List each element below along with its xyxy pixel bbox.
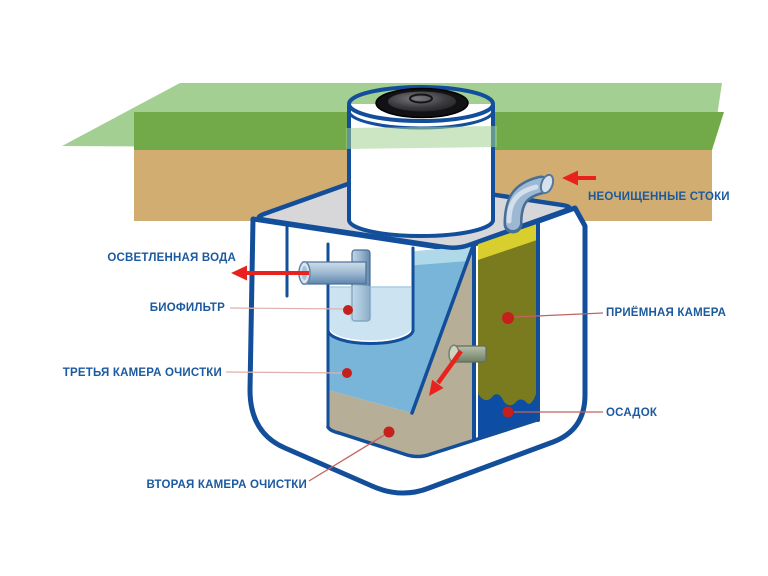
dot-biofilter <box>343 305 353 315</box>
transfer-pipe <box>448 344 487 364</box>
outlet-arrow <box>231 265 309 281</box>
sloped-divider-edge <box>410 244 475 415</box>
dot-receiving-chamber <box>502 312 514 324</box>
label-untreated-sewage: НЕОЧИЩЕННЫЕ СТОКИ <box>588 191 730 203</box>
riser-neck <box>346 85 497 238</box>
dot-second-chamber <box>383 426 395 438</box>
ground <box>62 83 724 221</box>
riser-cap <box>375 87 469 119</box>
label-biofilter: БИОФИЛЬТР <box>149 302 225 314</box>
label-sediment: ОСАДОК <box>606 407 658 419</box>
leader-lines <box>225 305 604 482</box>
label-receiving-chamber: ПРИЁМНАЯ КАМЕРА <box>606 307 727 319</box>
label-second-chamber: ВТОРАЯ КАМЕРА ОЧИСТКИ <box>146 479 307 491</box>
second-chamber-body <box>328 247 474 457</box>
outlet-pipe <box>298 249 372 322</box>
dot-third-chamber <box>342 368 352 378</box>
chamber-floor-edge <box>326 418 539 459</box>
leader-second-chamber <box>308 433 387 482</box>
grass-overlay-strip <box>346 126 497 149</box>
leader-receiving-chamber <box>513 312 604 318</box>
inlet-pipe <box>503 173 555 234</box>
inlet-arrow <box>562 170 596 186</box>
receiving-chamber-scum <box>478 224 537 260</box>
leader-biofilter <box>229 307 345 310</box>
transfer-arrow <box>429 349 463 396</box>
leader-third-chamber <box>225 371 344 374</box>
receiving-chamber-body <box>478 224 537 439</box>
dot-sediment <box>502 406 514 418</box>
label-third-chamber: ТРЕТЬЯ КАМЕРА ОЧИСТКИ <box>62 367 222 379</box>
biofilter-bottom-edge <box>326 328 415 345</box>
label-clarified-water: ОСВЕТЛЕННАЯ ВОДА <box>107 252 236 264</box>
